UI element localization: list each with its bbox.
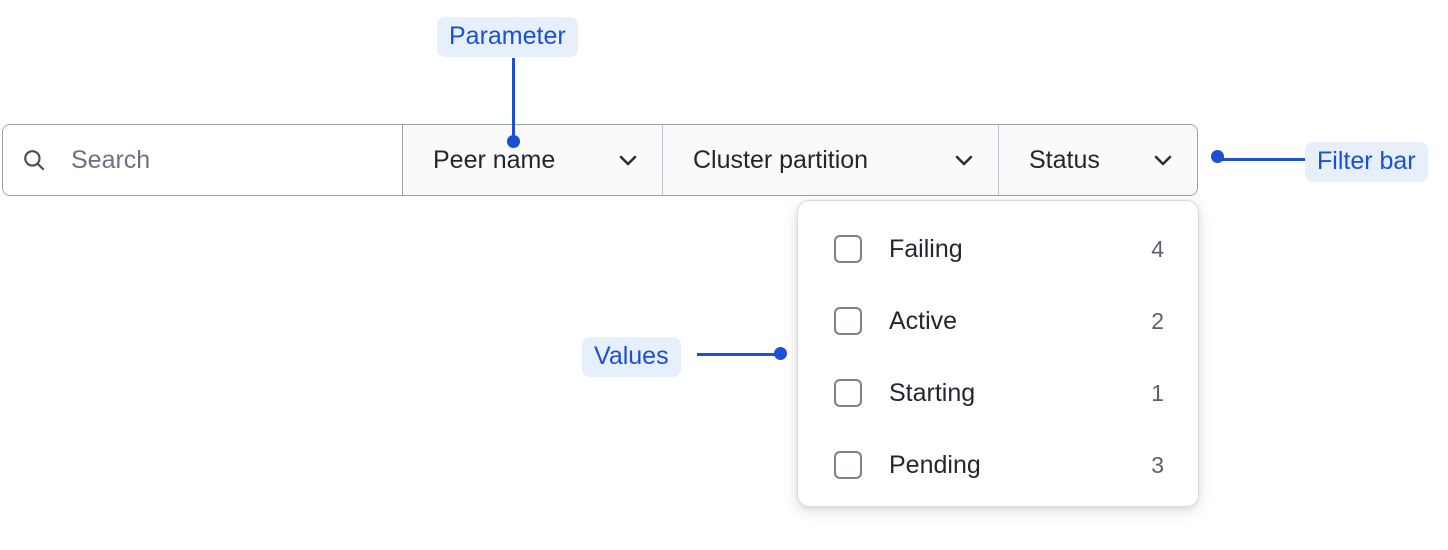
dropdown-option-failing[interactable]: Failing 4 [798,225,1198,273]
search-input[interactable] [47,125,407,195]
status-dropdown-panel: Failing 4 Active 2 Starting 1 Pending 3 [797,200,1199,507]
filter-bar: Peer name Cluster partition Status [2,124,1198,196]
dropdown-option-label: Pending [889,450,981,479]
annotation-dot-values [774,347,787,360]
annotation-leader-line-values [697,353,781,356]
dropdown-option-count: 3 [1151,451,1164,478]
dropdown-option-label: Active [889,306,958,335]
dropdown-option-count: 1 [1151,379,1164,406]
annotation-label-values: Values [582,337,681,377]
dropdown-option-count: 4 [1151,235,1164,262]
filter-label-peer-name: Peer name [433,145,556,174]
dropdown-option-count: 2 [1151,307,1164,334]
chevron-down-icon [619,155,637,166]
filter-dropdown-peer-name[interactable]: Peer name [403,125,663,195]
checkbox-failing[interactable] [834,235,862,263]
checkbox-active[interactable] [834,307,862,335]
search-field-cell[interactable] [3,125,407,195]
annotation-label-filter-bar: Filter bar [1305,142,1428,182]
dropdown-option-label: Starting [889,378,976,407]
checkbox-starting[interactable] [834,379,862,407]
annotation-dot-parameter [507,135,520,148]
annotation-leader-line-parameter [512,58,515,142]
dropdown-option-pending[interactable]: Pending 3 [798,441,1198,489]
dropdown-option-active[interactable]: Active 2 [798,297,1198,345]
annotation-label-parameter: Parameter [437,17,578,57]
filter-dropdown-status[interactable]: Status [999,125,1197,195]
chevron-down-icon [1154,155,1172,166]
filter-label-cluster-partition: Cluster partition [693,145,869,174]
filter-label-status: Status [1029,145,1100,174]
checkbox-pending[interactable] [834,451,862,479]
annotation-dot-filter-bar [1211,150,1224,163]
dropdown-option-starting[interactable]: Starting 1 [798,369,1198,417]
search-icon [24,150,45,171]
chevron-down-icon [955,155,973,166]
annotation-leader-line-filter-bar [1219,158,1305,161]
dropdown-option-label: Failing [889,234,963,263]
filter-dropdown-cluster-partition[interactable]: Cluster partition [663,125,999,195]
